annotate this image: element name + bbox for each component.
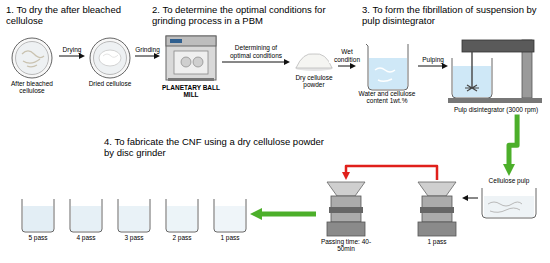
arrow-label: Drying	[62, 46, 83, 53]
figure-node: Dried cellulose	[85, 34, 135, 88]
figure-node: After bleached cellulose	[5, 34, 59, 96]
flow-arrow	[59, 56, 79, 57]
step-heading: 4. To fabricate the CNF using a dry cell…	[104, 136, 332, 159]
flow-arrow	[346, 166, 437, 180]
figure-node: Pulp disintegrator (3000 rpm)	[448, 34, 544, 114]
disintegrator-shaft	[471, 52, 472, 88]
ball-mill-body	[166, 36, 216, 80]
figure-caption: 1 pass	[412, 238, 462, 245]
figure-node: Water and cellulose content 1wt.%	[356, 40, 418, 106]
beaker-outline	[366, 44, 408, 90]
figure-caption: Pulp disintegrator (3000 rpm)	[448, 106, 544, 113]
flow-arrow	[418, 66, 442, 67]
beaker-outline	[118, 199, 150, 232]
petri-dish-inner	[16, 42, 49, 75]
cellulose-fibers	[22, 51, 44, 67]
step-heading: 2. To determine the optimal conditions f…	[152, 4, 350, 27]
petri-dish	[12, 38, 52, 78]
figure-node: 3 pass	[114, 196, 154, 242]
step-heading: 1. To dry the after bleached cellulose	[6, 4, 148, 27]
ball-mill-top	[166, 36, 216, 46]
figure-caption: Water and cellulose content 1wt.%	[356, 90, 418, 105]
step-heading: 3. To form the fibrillation of suspensio…	[362, 4, 546, 27]
figure-caption: 4 pass	[66, 234, 106, 241]
figure-caption: 5 pass	[18, 234, 58, 241]
grinder-base	[418, 222, 456, 236]
figure-node: 1 pass	[412, 180, 462, 246]
grinder-hopper	[327, 182, 365, 196]
figure-caption: Passing time: 40-50min	[316, 238, 376, 253]
figure-node: Cellulose pulp	[478, 176, 540, 216]
cellulose-powder	[296, 54, 332, 68]
grinder-disc	[329, 207, 363, 213]
flow-arrow	[468, 198, 478, 199]
dried-cellulose	[99, 50, 121, 66]
arrow-label: Determining of optimal conditions	[223, 44, 289, 59]
grinder-hopper	[418, 182, 456, 196]
figure-caption: PLANETARY BALL MILL	[160, 84, 222, 99]
ball-mill-base	[168, 78, 214, 81]
pulp-fill	[484, 196, 534, 217]
cnf-fill	[71, 206, 101, 231]
cnf-fill	[215, 206, 245, 231]
petri-dish	[90, 38, 130, 78]
cellulose-fibers	[375, 68, 395, 81]
figure-node: 5 pass	[18, 196, 58, 242]
dried-cellulose-texture	[103, 54, 118, 57]
ball-mill-jar	[193, 57, 203, 67]
flow-arrow	[338, 66, 350, 67]
grinder-disc	[420, 207, 454, 213]
flow-arrow	[222, 62, 284, 63]
figure-caption: Dried cellulose	[85, 80, 135, 87]
arrow-label: Pulping	[421, 56, 445, 63]
cnf-fill	[119, 206, 149, 231]
disintegrator-head	[462, 40, 534, 52]
disintegrator-base	[448, 98, 542, 103]
figure-caption: Cellulose pulp	[478, 177, 540, 184]
pulp-fibers	[488, 202, 522, 212]
figure-caption: 3 pass	[114, 234, 154, 241]
flow-arrow	[262, 212, 316, 217]
beaker-outline	[214, 199, 246, 232]
figure-node: 4 pass	[66, 196, 106, 242]
figure-caption: 1 pass	[210, 234, 250, 241]
figure-node: 1 pass	[210, 196, 250, 242]
grinder-base	[327, 222, 365, 236]
ball-mill-door	[174, 51, 208, 74]
figure-caption: 2 pass	[162, 234, 202, 241]
petri-dish-inner	[94, 42, 127, 75]
ball-mill-jar	[181, 57, 191, 67]
figure-caption: After bleached cellulose	[5, 80, 59, 95]
ball-mill-display	[170, 39, 182, 43]
cnf-fill	[23, 206, 53, 231]
beaker-outline	[166, 199, 198, 232]
arrow-label: Grinding	[134, 46, 161, 53]
cnf-fill	[167, 206, 197, 231]
disintegrator-propeller	[465, 85, 479, 91]
figure-node: 2 pass	[162, 196, 202, 242]
arrow-label: Wet condition	[329, 48, 365, 63]
flow-arrow	[509, 115, 517, 165]
figure-node: Passing time: 40-50min	[316, 180, 376, 254]
figure-node: PLANETARY BALL MILL	[160, 32, 222, 100]
beaker-outline	[22, 199, 54, 232]
beaker-outline	[482, 188, 536, 218]
figure-caption: Dry cellulose powder	[290, 74, 338, 89]
beaker-water	[369, 58, 407, 89]
flow-arrow	[135, 56, 154, 57]
beaker-outline	[70, 199, 102, 232]
